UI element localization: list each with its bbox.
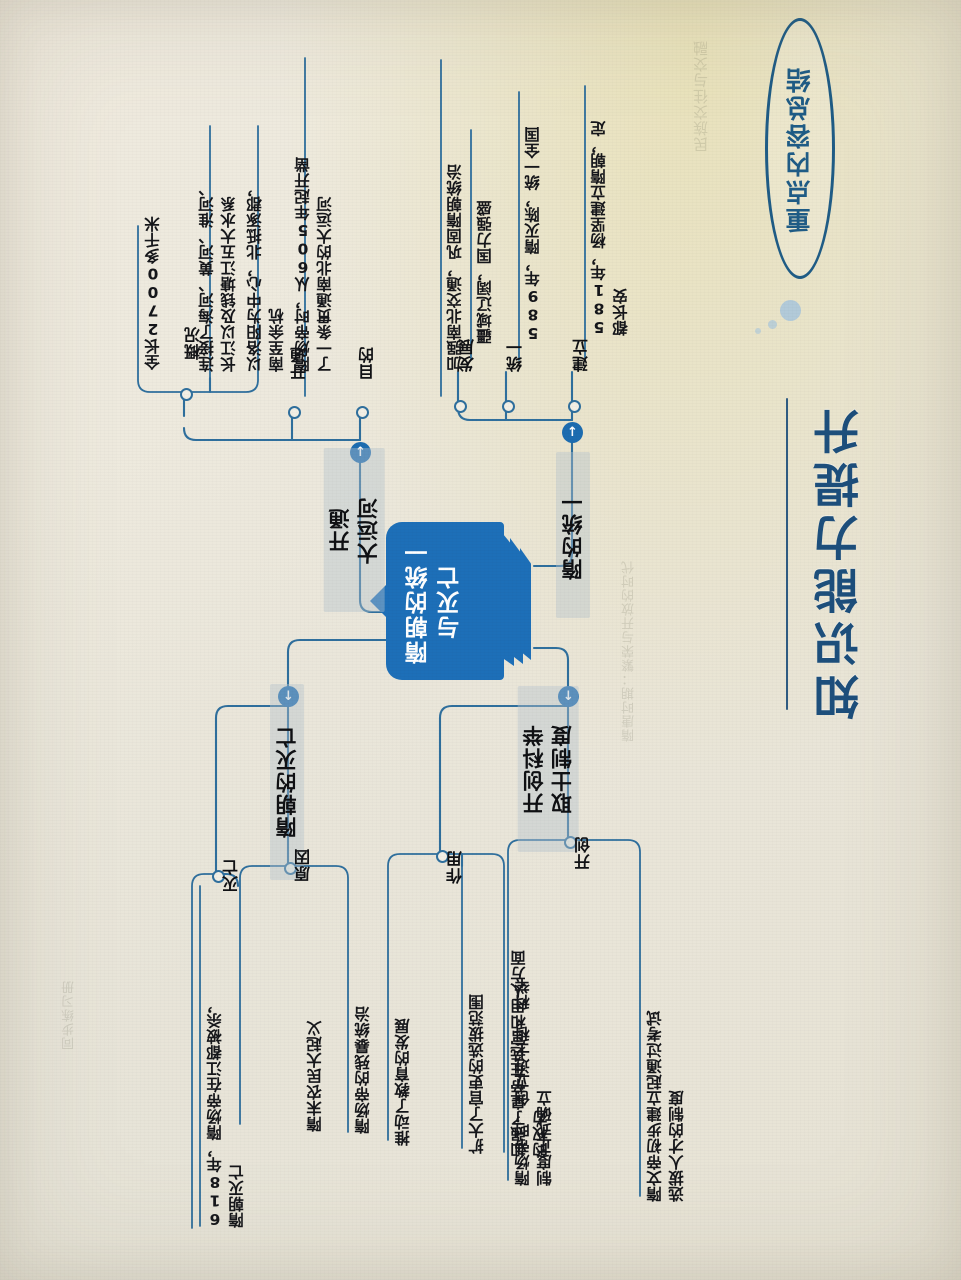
arrow-down-icon: ↓ (278, 686, 299, 707)
sublabel-tongyi: 统一 (506, 338, 525, 372)
page-title: 知识能力提升 (812, 402, 866, 720)
leaf-zuoyong-1: 加强了皇帝在选官和用人方面 的权力 (510, 950, 550, 1158)
junction-dot (356, 406, 369, 419)
sublabel-miewang: 灭亡 (222, 858, 241, 892)
junction-dot (502, 400, 515, 413)
title-rule-left (786, 398, 788, 710)
leaf-zuoyong-2: 扩大了官吏的选拔范围 (468, 994, 486, 1154)
leaf-tongyi-1: 589年，隋灭陈，统一全国 (524, 126, 542, 343)
arrow-down-icon: ↓ (558, 686, 579, 707)
arrow-up-icon: ↑ (350, 442, 371, 463)
junction-dot (288, 406, 301, 419)
leaf-miewang-1: 618年，隋炀帝在江都被杀， 隋朝灭亡 (206, 996, 246, 1229)
showthrough-text-3: 同步练习册 (62, 980, 77, 1050)
junction-dot (436, 850, 449, 863)
leaf-gaikuang-2: 连接了海河、黄河、淮河、 长江以及钱塘江五大水系 (198, 180, 238, 372)
branch-label-grand-canal[interactable]: 开通 大运河 (324, 448, 385, 612)
leaf-jianli-1: 581年，杨坚建立隋朝，定 都长安 (590, 120, 630, 337)
branch-label-sui-unification[interactable]: 隋的统一 (556, 452, 590, 618)
sublabel-yuanyin: 原因 (294, 848, 313, 882)
sublabel-mudi: 目的 (358, 346, 377, 380)
leaf-fazhan-1: 疆域辽阔，国力强盛 (476, 200, 494, 344)
leaf-gaikuang-1: 以洛阳为中心，北抵涿郡， 南至余杭 (246, 180, 286, 372)
leaf-zuoyong-3: 推动了教育的发展 (394, 1018, 412, 1146)
junction-dot (454, 400, 467, 413)
leaf-kaitong-1: 隋炀帝时，从605年起开凿 了一条贯通南北的大运河 (294, 156, 334, 373)
leaf-mudi-1: 加强南北交通，巩固隋朝统治 (446, 164, 464, 372)
decorative-dot-small-1 (768, 320, 777, 329)
decorative-dot-large (780, 300, 801, 321)
junction-dot (284, 862, 297, 875)
leaf-yuanyin-1: 隋炀帝的残暴统治 (354, 1006, 372, 1134)
book-page-2 (510, 538, 523, 664)
book-body (386, 522, 504, 680)
book-page-3 (520, 548, 531, 660)
sublabel-zuoyong: 作用 (446, 850, 465, 884)
junction-dot (180, 388, 193, 401)
section-badge[interactable]: 重点内容总结 (765, 18, 835, 279)
leaf-kaichuang-1: 隋文帝初步建立起通过考试 选拔人才的制度 (646, 1010, 686, 1202)
sublabel-kaichuang: 开创 (574, 836, 593, 870)
branch-label-imperial-exam[interactable]: 开创科举 取士制度 (518, 686, 579, 852)
showthrough-text-1: 民族交往与交融 (692, 40, 710, 152)
junction-dot (212, 870, 225, 883)
arrow-up-icon: ↑ (562, 422, 583, 443)
leaf-yuanyin-2: 隋末农民大起义 (306, 1020, 324, 1132)
leaf-gaikuang-3: 全长2700多千米 (144, 216, 162, 370)
page-title-block: 知识能力提升 (786, 398, 872, 720)
sublabel-jianli: 建立 (572, 338, 591, 372)
junction-dot (568, 400, 581, 413)
decorative-dot-small-2 (755, 328, 761, 334)
showthrough-text-2: 隋唐时期：繁荣与开放的时代 (622, 560, 637, 742)
section-badge-label: 重点内容总结 (785, 64, 814, 233)
junction-dot (564, 836, 577, 849)
book-notch (370, 584, 387, 618)
center-node-label: 隋朝的统一 与灭亡 (406, 539, 464, 665)
center-node[interactable]: 隋朝的统一 与灭亡 (370, 522, 534, 680)
